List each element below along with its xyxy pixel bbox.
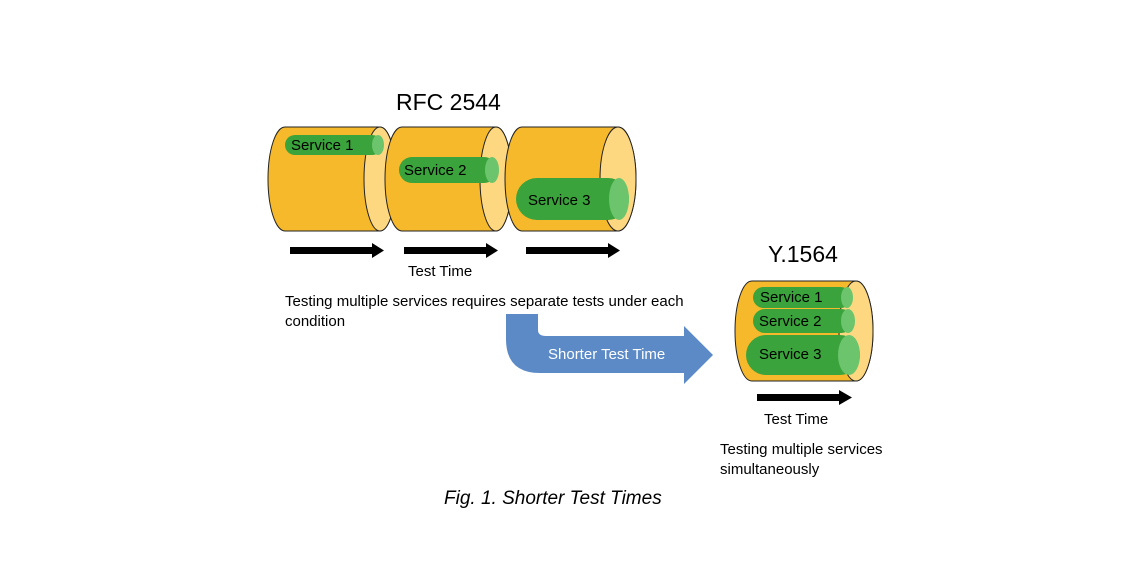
- rfc-time-arrow-1: [290, 243, 384, 258]
- rfc-cylinder-2: [384, 126, 513, 232]
- y1564-time-arrow: [757, 390, 852, 405]
- rfc-title: RFC 2544: [396, 89, 501, 115]
- y1564-service-1-label: Service 1: [760, 289, 823, 306]
- y1564-service-2-label: Service 2: [759, 313, 822, 330]
- y1564-cylinder: [734, 280, 874, 382]
- y1564-service-3-label: Service 3: [759, 346, 822, 363]
- y1564-description: Testing multiple services simultaneously: [720, 441, 883, 478]
- y1564-time-label: Test Time: [764, 411, 829, 428]
- rfc-cylinder-3: [504, 126, 637, 232]
- shorter-test-time-label: Shorter Test Time: [548, 346, 666, 363]
- shorter-test-time-arrow: [506, 314, 713, 384]
- rfc-service-3-label: Service 3: [528, 192, 591, 209]
- rfc-description: Testing multiple services requires separ…: [285, 293, 684, 330]
- figure-caption: Fig. 1. Shorter Test Times: [444, 488, 662, 509]
- y1564-title: Y.1564: [768, 241, 838, 267]
- rfc-time-label: Test Time: [408, 263, 473, 280]
- rfc-time-arrow-2: [404, 243, 498, 258]
- rfc-service-2-label: Service 2: [404, 162, 467, 179]
- rfc-time-arrow-3: [526, 243, 620, 258]
- rfc-service-1-label: Service 1: [291, 137, 354, 154]
